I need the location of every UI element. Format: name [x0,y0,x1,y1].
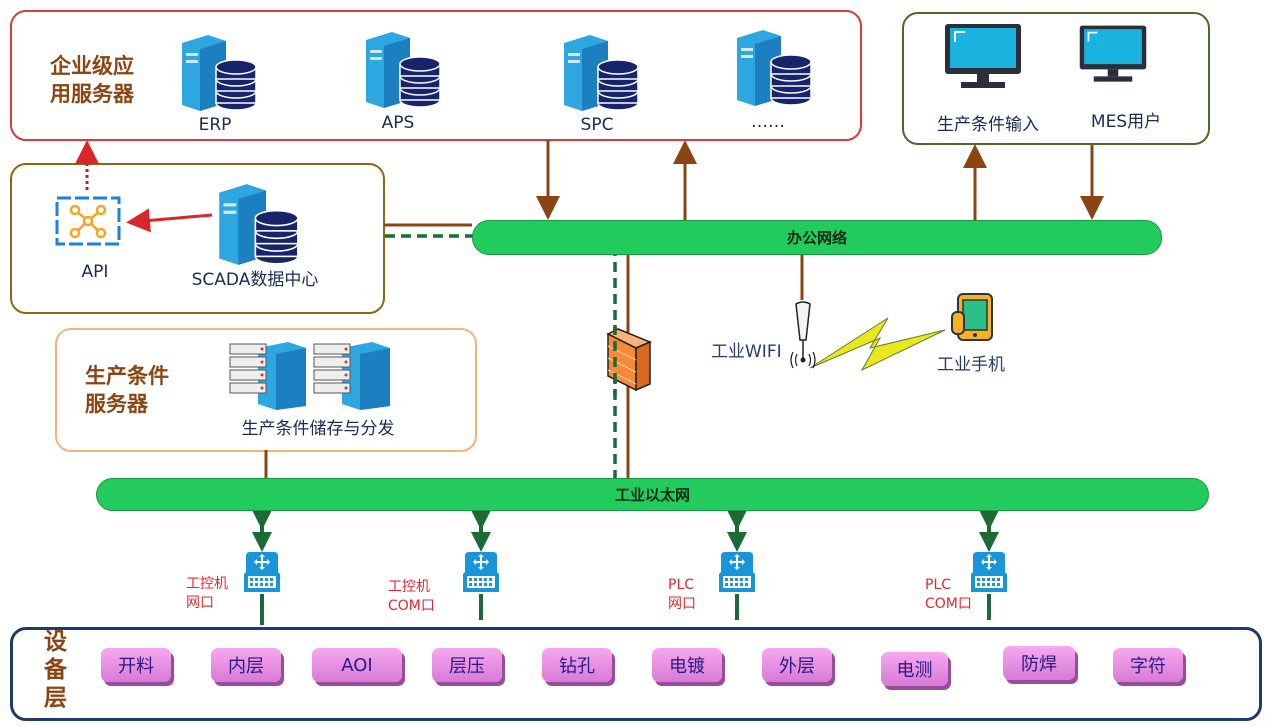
aps-server-icon [362,30,442,110]
switch-icon [719,552,755,592]
device-drilling[interactable]: 钻孔 [542,648,612,682]
device-plating[interactable]: 电镀 [652,648,722,682]
monitor-icon [1078,22,1148,87]
switch-icon [971,552,1007,592]
device-cutting[interactable]: 开料 [101,648,171,682]
rack-server-icon [312,340,392,410]
wireless-bolt [809,317,946,372]
device-solder-mask[interactable]: 防焊 [1003,646,1075,680]
device-electrical-test[interactable]: 电测 [881,652,948,686]
server-label-aps: APS [381,113,415,133]
title-line: 用服务器 [50,82,134,106]
scada-label: SCADA数据中心 [191,270,319,290]
client-label-input: 生产条件输入 [937,115,1039,135]
enterprise-title: 企业级应用服务器 [50,52,134,108]
title-line: 生产条件 [85,364,169,388]
port-line: 工控机 [388,579,430,595]
wifi-label: 工业WIFI [711,342,782,362]
port-label-plc-com: PLC COM口 [925,576,972,614]
other-server-icon [733,28,813,108]
port-label-ipc-net: 工控机网口 [186,575,228,613]
phone-label: 工业手机 [937,355,1005,375]
server-label-erp: ERP [198,115,232,135]
server-label-more: …… [751,112,785,132]
device-aoi[interactable]: AOI [312,648,402,682]
port-line: 工控机 [186,576,228,592]
device-lamination[interactable]: 层压 [432,648,502,682]
title-char: 设 [44,629,67,655]
scada-server-icon [215,182,300,267]
title-char: 层 [44,685,67,711]
device-layer-title: 设 备 层 [44,628,67,712]
api-icon [55,196,121,246]
monitor-icon [943,22,1023,92]
switch-icon [244,552,280,592]
port-line: COM口 [388,598,435,614]
port-label-ipc-com: 工控机 COM口 [388,578,435,616]
link-scada-to-api [126,208,213,233]
client-label-mes: MES用户 [1090,112,1162,132]
production-title: 生产条件服务器 [85,362,169,418]
port-line: PLC [925,577,952,593]
switch-links [252,510,999,625]
switch-icon [463,552,499,592]
title-line: 企业级应 [50,54,134,78]
port-line: 网口 [668,596,696,612]
erp-server-icon [178,33,258,113]
rack-server-icon [228,340,308,410]
title-char: 备 [44,657,67,683]
title-line: 服务器 [85,392,148,416]
spc-server-icon [560,33,640,113]
port-line: PLC [668,577,695,593]
device-inner-layer[interactable]: 内层 [211,648,281,682]
mobile-phone-icon [951,293,993,341]
dashed-link-scada-ethernet [385,234,617,478]
production-label: 生产条件储存与分发 [241,419,395,439]
api-label: API [81,262,109,282]
device-outer-layer[interactable]: 外层 [762,648,832,682]
port-line: 网口 [186,595,214,611]
firewall-dashed-overlay [613,325,617,395]
device-legend-print[interactable]: 字符 [1113,648,1183,682]
wifi-antenna-icon [790,301,816,369]
server-label-spc: SPC [580,115,614,135]
industrial-ethernet-bar: 工业以太网 [96,478,1209,511]
port-label-plc-net: PLC 网口 [668,576,696,614]
office-network-bar: 办公网络 [472,220,1162,255]
port-line: COM口 [925,596,972,612]
